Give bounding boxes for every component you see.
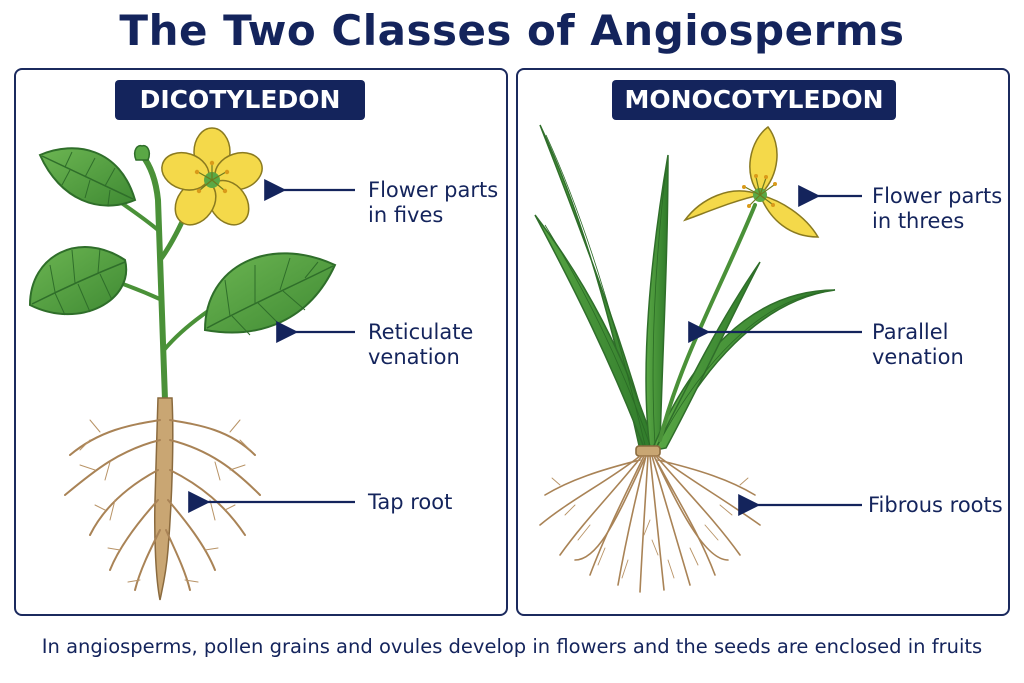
dicot-flower-label-line1: Flower parts bbox=[368, 178, 499, 202]
monocot-flower-label: Flower parts in threes bbox=[872, 184, 1002, 234]
page-title: The Two Classes of Angiosperms bbox=[119, 6, 905, 55]
caption: In angiosperms, pollen grains and ovules… bbox=[41, 635, 983, 658]
monocot-fibrous-roots bbox=[539, 445, 761, 593]
monocot-plant bbox=[534, 124, 836, 593]
monocot-flower-label-line2: in threes bbox=[872, 209, 965, 233]
callout-arrows bbox=[188, 179, 862, 516]
dicot-root-label: Tap root bbox=[368, 490, 453, 514]
dicot-tap-root bbox=[64, 397, 261, 601]
monocot-flower-label-line1: Flower parts bbox=[872, 184, 1003, 208]
dicot-flower-label: Flower parts in fives bbox=[368, 178, 498, 228]
monocot-venation-label-line1: Parallel bbox=[872, 320, 949, 344]
monocot-venation-label: Parallel venation bbox=[872, 320, 964, 370]
monocot-venation-label-line2: venation bbox=[872, 345, 964, 369]
dicot-plant bbox=[28, 127, 337, 601]
dicot-leaf-top bbox=[38, 147, 137, 207]
dicot-venation-label: Reticulate venation bbox=[368, 320, 473, 370]
monocot-flower bbox=[682, 125, 820, 238]
dicot-flower-label-line2: in fives bbox=[368, 203, 444, 227]
dicot-leaf-right bbox=[203, 252, 337, 336]
dicot-heading: DICOTYLEDON bbox=[115, 80, 365, 120]
dicot-leaf-left bbox=[28, 246, 128, 316]
dicot-venation-label-line2: venation bbox=[368, 345, 460, 369]
monocot-heading: MONOCOTYLEDON bbox=[612, 80, 896, 120]
dicot-venation-label-line1: Reticulate bbox=[368, 320, 474, 344]
dicot-flower bbox=[161, 127, 263, 226]
monocot-roots-label: Fibrous roots bbox=[868, 493, 1003, 517]
